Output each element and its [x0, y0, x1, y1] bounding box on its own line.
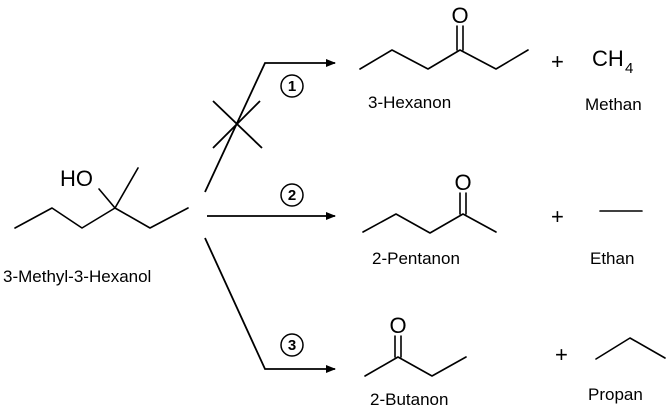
product-3-name: 2-Butanon	[370, 390, 448, 409]
product-1-name: 3-Hexanon	[368, 93, 451, 112]
product-3-structure: O	[364, 313, 467, 377]
byproduct-1-formula: CH 4	[592, 46, 633, 77]
reactant-oh-bond	[98, 188, 116, 209]
product-1-oxygen: O	[451, 3, 468, 28]
plus-sign-1: +	[551, 49, 564, 74]
byproduct-1-name: Methan	[585, 95, 642, 114]
byproduct-3-name: Propan	[588, 385, 643, 404]
product-3-oxygen: O	[389, 313, 406, 338]
reactant-hydroxyl: HO	[60, 166, 93, 191]
arrow-pathway-3	[204, 237, 336, 373]
reactant-chain	[14, 207, 189, 229]
pathway-2-marker: 2	[280, 183, 304, 207]
blocked-cross-icon	[212, 100, 263, 149]
byproduct-3-structure	[595, 337, 666, 360]
reactant-methyl-bond	[114, 167, 139, 209]
reactant-structure: HO	[14, 166, 189, 229]
product-2-oxygen: O	[454, 170, 471, 195]
product-2-structure: O	[362, 170, 497, 234]
svg-text:3: 3	[288, 337, 296, 354]
plus-sign-3: +	[555, 342, 568, 367]
pathway-1-marker: 1	[280, 74, 304, 98]
reactant-name: 3-Methyl-3-Hexanol	[3, 267, 151, 286]
svg-text:CH: CH	[592, 46, 624, 71]
pathway-3-marker: 3	[280, 333, 304, 357]
arrow-pathway-1	[204, 59, 336, 193]
plus-sign-2: +	[551, 204, 564, 229]
svg-text:1: 1	[288, 78, 296, 95]
byproduct-2-name: Ethan	[590, 249, 634, 268]
product-1-structure: O	[359, 3, 529, 70]
product-2-name: 2-Pentanon	[372, 249, 460, 268]
svg-text:4: 4	[625, 60, 633, 77]
svg-text:2: 2	[288, 187, 296, 204]
